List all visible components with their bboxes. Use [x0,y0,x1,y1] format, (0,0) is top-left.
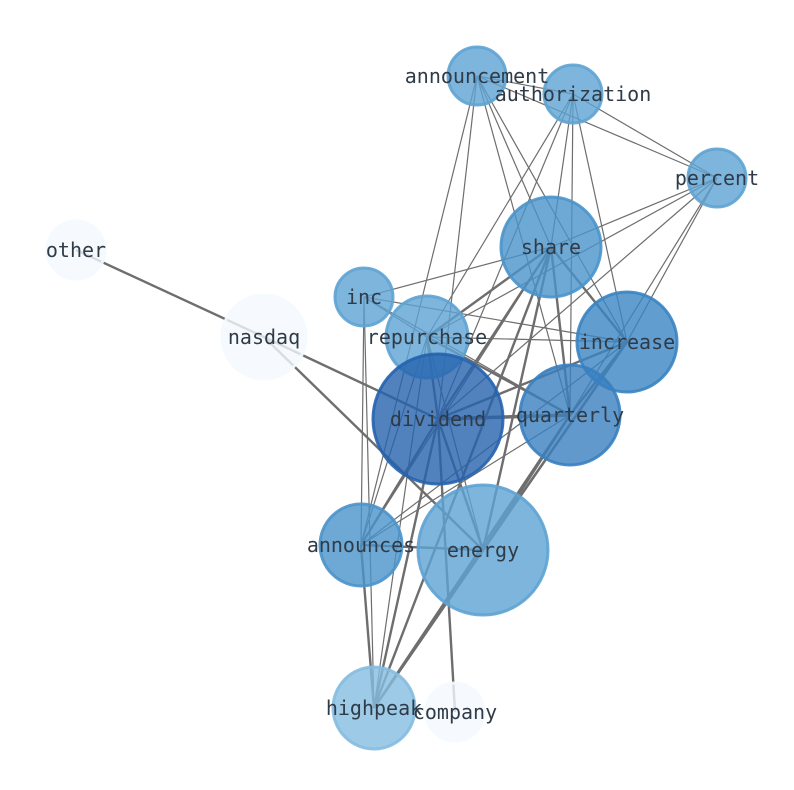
edge-inc-highpeak [363,296,375,709]
node-authorization[interactable] [542,63,604,125]
node-label-quarterly: quarterly [516,403,624,427]
edge-authorization-repurchase [426,93,574,338]
node-label-authorization: authorization [495,82,652,106]
node-inc[interactable] [333,266,395,328]
node-announces[interactable] [318,502,404,588]
node-other[interactable] [45,219,107,281]
node-energy[interactable] [416,483,550,617]
node-label-announces: announces [307,533,415,557]
node-increase[interactable] [575,290,679,394]
node-dividend[interactable] [371,352,505,486]
node-highpeak[interactable] [331,665,417,751]
node-label-company: company [413,700,497,724]
node-label-nasdaq: nasdaq [228,325,300,349]
node-layer [45,45,748,751]
edge-announcement-percent [476,75,718,179]
node-label-increase: increase [579,330,675,354]
node-label-share: share [521,235,581,259]
node-share[interactable] [499,195,603,299]
node-company[interactable] [424,681,486,743]
node-label-energy: energy [447,538,519,562]
node-announcement[interactable] [446,45,508,107]
node-label-dividend: dividend [390,407,486,431]
node-label-other: other [46,238,106,262]
node-percent[interactable] [686,147,748,209]
node-label-inc: inc [346,285,382,309]
node-label-repurchase: repurchase [367,325,487,349]
node-label-highpeak: highpeak [326,696,422,720]
node-nasdaq[interactable] [220,293,308,381]
node-label-percent: percent [675,166,759,190]
node-quarterly[interactable] [518,363,622,467]
node-label-announcement: announcement [405,64,550,88]
